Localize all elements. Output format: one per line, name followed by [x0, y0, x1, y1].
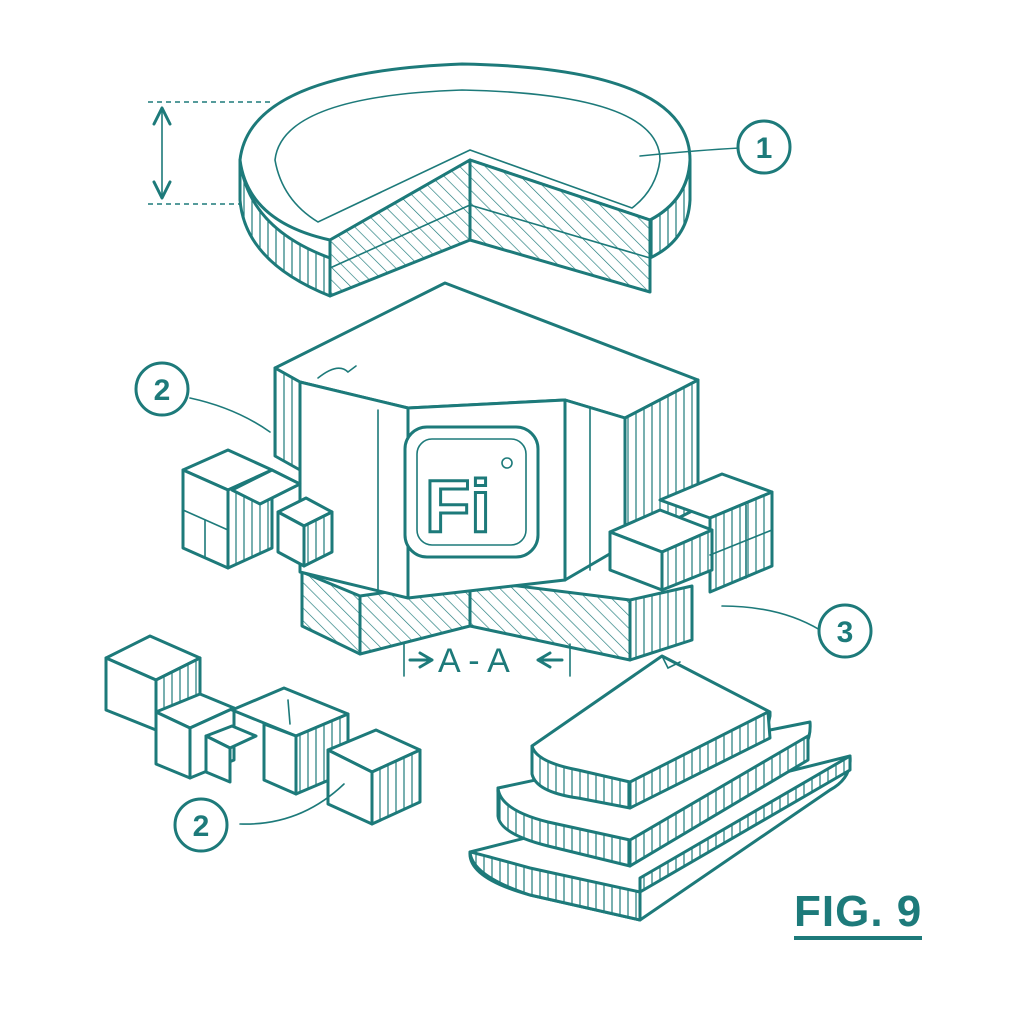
- stepped-base: [468, 654, 852, 922]
- figure-label: FIG. 9: [794, 888, 923, 940]
- callout-1: 1: [736, 119, 792, 175]
- leader-lines: [189, 147, 821, 825]
- right-cube-cluster: [608, 472, 774, 594]
- section-marker: A - A: [403, 642, 571, 680]
- callout-number: 3: [837, 616, 854, 649]
- callout-2-upper: 2: [134, 361, 190, 417]
- cube-chain: [104, 634, 422, 826]
- callout-number: 1: [756, 132, 773, 165]
- left-cube-cluster: [181, 448, 334, 570]
- fi-logo: Fi: [425, 465, 491, 548]
- height-dimension: [148, 101, 272, 205]
- ring-part: [238, 62, 692, 298]
- callout-number: 2: [193, 810, 210, 843]
- section-label: A - A: [438, 642, 510, 680]
- callout-number: 2: [154, 374, 171, 407]
- central-housing: Fi: [273, 281, 700, 662]
- callout-2-lower: 2: [173, 797, 229, 853]
- callout-3: 3: [817, 603, 873, 659]
